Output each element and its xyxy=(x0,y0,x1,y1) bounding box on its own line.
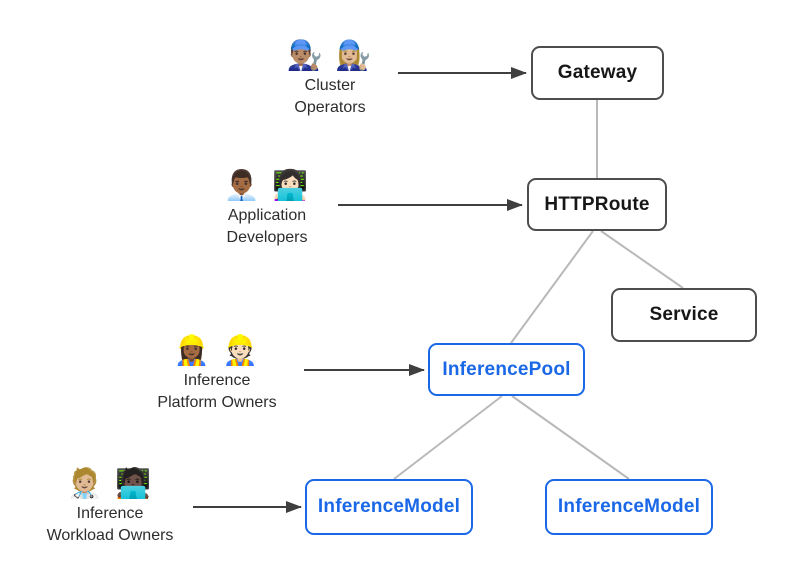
node-httproute-label: HTTPRoute xyxy=(544,193,650,215)
node-service-label: Service xyxy=(649,304,719,325)
edge-httproute-service xyxy=(600,230,684,289)
actor-label-line1: Cluster xyxy=(304,77,356,94)
actor-label-line1: Inference xyxy=(76,505,144,522)
edge-httproute-inferencepool xyxy=(510,230,594,344)
actor-label-line1: Inference xyxy=(183,372,251,389)
actor-label-line2: Workload Owners xyxy=(46,527,174,544)
cluster-operators-emoji: 👨🏽‍🔧 👩🏼‍🔧 xyxy=(286,40,374,72)
actor-inference-workload-owners: 🧑🏼‍⚕️ 🧑🏿‍💻 Inference Workload Owners xyxy=(20,465,200,547)
node-inferencepool-label: InferencePool xyxy=(442,358,571,380)
inference-platform-owners-emoji: 👷🏾‍♀️ 👷🏻 xyxy=(173,335,261,367)
actor-label-line2: Developers xyxy=(226,229,308,246)
edge-inferencepool-inferencemodel-left xyxy=(393,395,503,480)
application-developers-emoji: 👨🏾‍💼 👩🏻‍💻 xyxy=(223,170,311,202)
node-inferencemodel-left-label: InferenceModel xyxy=(317,496,461,517)
actor-inference-platform-owners: 👷🏾‍♀️ 👷🏻 Inference Platform Owners xyxy=(127,332,307,414)
actor-label-line2: Platform Owners xyxy=(157,394,277,411)
node-gateway: Gateway xyxy=(531,46,664,100)
node-gateway-label: Gateway xyxy=(557,62,638,83)
node-inferencemodel-right-label: InferenceModel xyxy=(557,496,701,517)
edge-inferencepool-inferencemodel-right xyxy=(511,395,630,480)
node-httproute: HTTPRoute xyxy=(527,178,667,231)
node-inferencepool: InferencePool xyxy=(428,343,585,396)
actor-cluster-operators: 👨🏽‍🔧 👩🏼‍🔧 Cluster Operators xyxy=(250,37,410,119)
node-inferencemodel-right: InferenceModel xyxy=(545,479,713,535)
actor-label-line2: Operators xyxy=(294,99,366,116)
node-service: Service xyxy=(611,288,757,342)
actor-label-line1: Application xyxy=(227,207,307,224)
inference-workload-owners-emoji: 🧑🏼‍⚕️ 🧑🏿‍💻 xyxy=(66,468,154,500)
actor-application-developers: 👨🏾‍💼 👩🏻‍💻 Application Developers xyxy=(187,167,347,249)
node-inferencemodel-left: InferenceModel xyxy=(305,479,473,535)
